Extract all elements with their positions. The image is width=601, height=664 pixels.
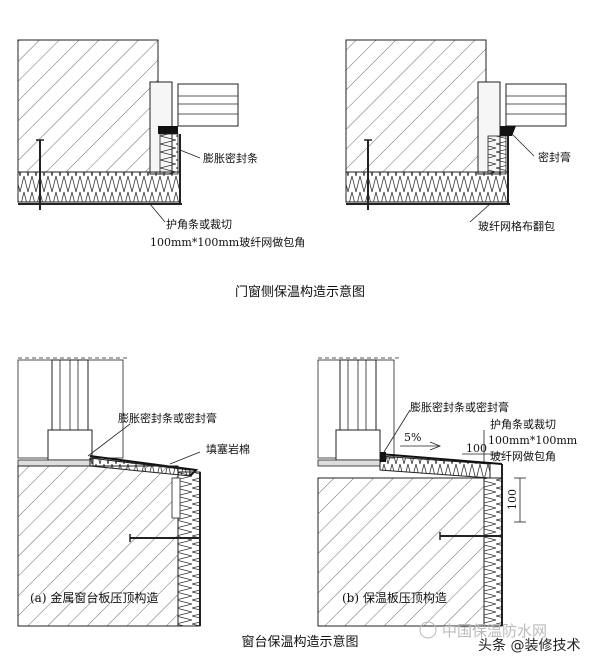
subcaption-a: (a) 金属窗台板压顶构造 [30, 590, 158, 605]
label-seal-a: 膨胀密封条或密封膏 [118, 411, 217, 425]
label-seal-b: 膨胀密封条或密封膏 [410, 400, 509, 414]
label-corner-mesh: 100mm*100mm玻纤网做包角 [150, 235, 305, 249]
watermark: 中国保温防水网 头条 @装修技术 [419, 621, 580, 654]
watermark-site: 中国保温防水网 [442, 622, 547, 640]
label-rockwool: 填塞岩棉 [206, 442, 250, 456]
label-corner-guard-b: 护角条或裁切 [490, 417, 556, 431]
detail-bottom-left [17, 357, 201, 627]
label-dim-100-vertical: 100 [506, 489, 519, 510]
label-corner-mesh-b: 玻纤网做包角 [490, 449, 556, 463]
label-sealant: 密封膏 [538, 150, 571, 164]
label-slope: 5% [404, 431, 421, 444]
watermark-source: 头条 @装修技术 [478, 637, 580, 654]
label-corner-size-b: 100mm*100mm [488, 434, 578, 447]
label-seal-strip: 膨胀密封条 [203, 151, 258, 165]
label-corner-guard: 护角条或裁切 [166, 217, 232, 231]
subcaption-b: (b) 保温板压顶构造 [342, 590, 447, 605]
label-dim-100-horizontal: 100 [466, 442, 487, 455]
watermark-logo-icon [419, 621, 437, 639]
label-mesh-wrap: 玻纤网格布翻包 [478, 219, 555, 233]
detail-top-right [345, 39, 567, 223]
caption-door-window-side: 门窗侧保温构造示意图 [235, 284, 365, 300]
detail-top-left [17, 39, 239, 223]
caption-window-sill: 窗台保温构造示意图 [241, 634, 358, 650]
detail-bottom-right [317, 357, 526, 627]
